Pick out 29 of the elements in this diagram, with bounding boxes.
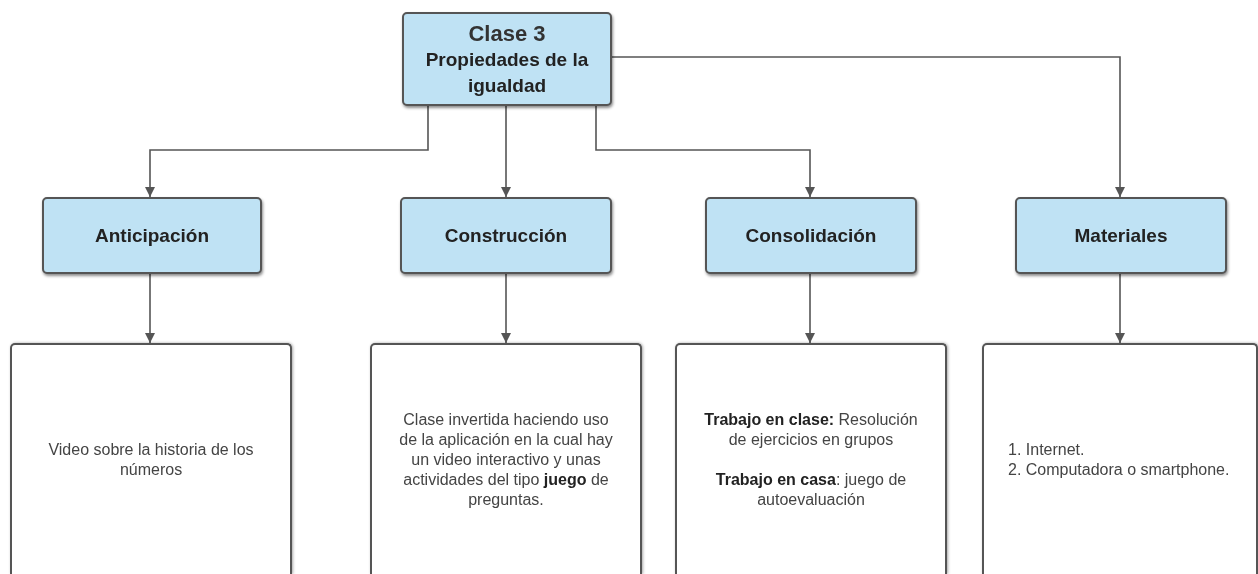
description-box (10, 343, 292, 574)
description-box (370, 343, 642, 574)
connector-arrow (501, 105, 511, 198)
box-title: Anticipación (95, 224, 209, 247)
stage-box (1015, 197, 1227, 274)
box-title: Materiales (1074, 224, 1168, 247)
box-text: Trabajo en casa: juego de autoevaluación (714, 469, 908, 510)
connector-arrow (501, 273, 511, 344)
box-subtitle: Propiedades de la igualdad (424, 47, 590, 98)
connector-arrow (595, 105, 815, 198)
connector-arrow (145, 105, 429, 198)
connector-arrow (145, 273, 155, 344)
box-title: Construcción (444, 224, 568, 247)
description-box (675, 343, 947, 574)
materials-list-box (982, 343, 1258, 574)
list-item: 2. Computadora o smartphone. (1008, 459, 1230, 480)
stage-box (400, 197, 612, 274)
connector-arrow (611, 56, 1125, 198)
list-item: 1. Internet. (1008, 439, 1085, 460)
box-text: Trabajo en clase: Resolución de ejercicios en grupos (703, 409, 919, 450)
box-title: Clase 3 (468, 19, 546, 47)
box-text: Video sobre la historia de los números (47, 439, 255, 480)
box-title: Consolidación (745, 224, 877, 247)
stage-box (705, 197, 917, 274)
connector-arrow (805, 273, 815, 344)
box-text: Clase invertida haciendo uso de la aplicación en la cual hay un video interactivo y unas actividades del tipo juego de preguntas. (398, 409, 614, 510)
title-box (402, 12, 612, 106)
stage-box (42, 197, 262, 274)
connector-arrow (1115, 273, 1125, 344)
